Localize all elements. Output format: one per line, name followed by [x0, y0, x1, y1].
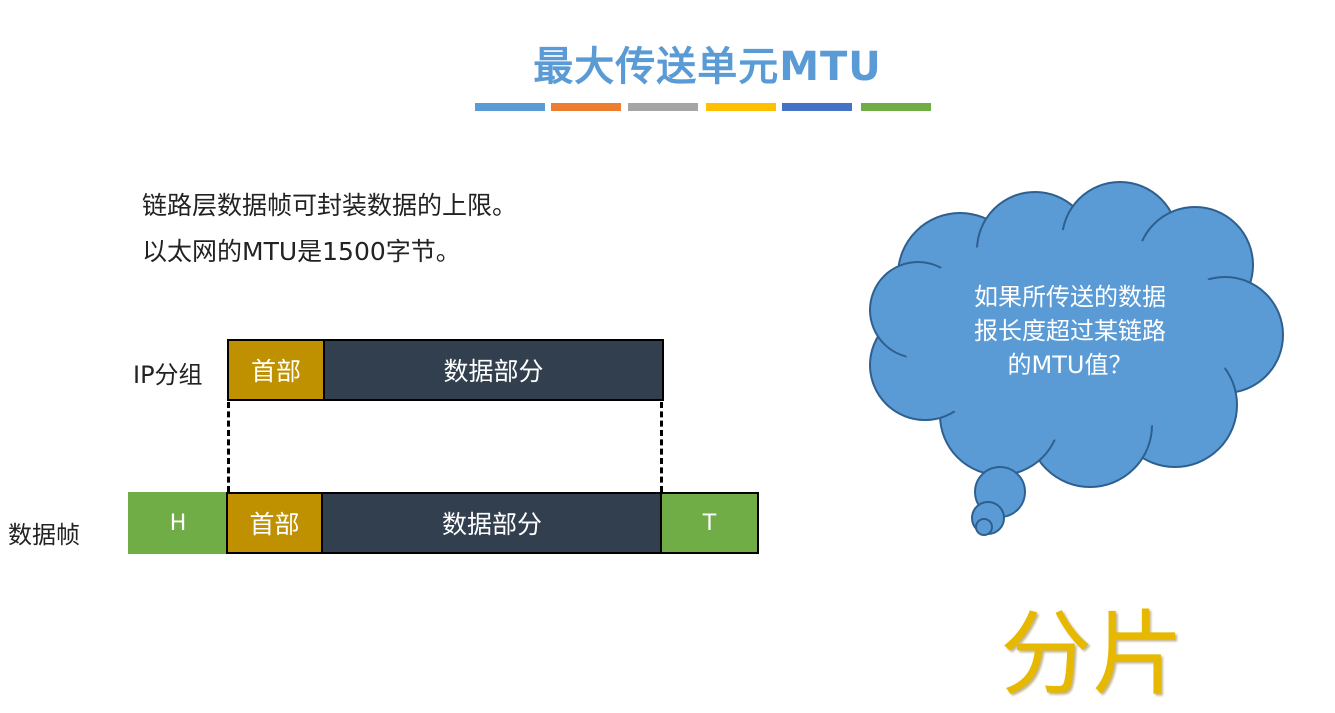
cloud-question: 如果所传送的数据 报长度超过某链路 的MTU值？ [935, 280, 1205, 382]
dashed-guide-left [227, 402, 230, 492]
frame-label: 数据帧 [8, 521, 80, 549]
frame-header-box: 首部 [226, 492, 323, 554]
ip-packet-label: IP分组 [133, 361, 203, 389]
title-bar-5 [782, 103, 852, 111]
ip-header-box: 首部 [227, 339, 325, 401]
cloud-shape [869, 181, 1284, 536]
cloud-question-line-1: 如果所传送的数据 [974, 283, 1166, 311]
dashed-guide-right [660, 402, 663, 492]
description-line-2: 以太网的MTU是1500字节。 [142, 237, 461, 266]
cloud-question-line-2: 报长度超过某链路 [974, 317, 1166, 345]
answer-text: 分片 [1000, 601, 1185, 708]
description-line-1: 链路层数据帧可封装数据的上限。 [142, 191, 518, 220]
cloud-question-line-3: 的MTU值？ [1007, 351, 1133, 379]
frame-head-box: H [128, 492, 228, 554]
page-title: 最大传送单元MTU [533, 44, 882, 90]
title-bar-1 [475, 103, 545, 111]
title-bar-3 [628, 103, 698, 111]
thought-cloud [850, 170, 1300, 550]
title-bar-6 [861, 103, 931, 111]
title-bar-4 [706, 103, 776, 111]
frame-tail-box: T [660, 492, 759, 554]
ip-data-box: 数据部分 [323, 339, 664, 401]
frame-data-box: 数据部分 [321, 492, 663, 554]
title-bar-2 [551, 103, 621, 111]
